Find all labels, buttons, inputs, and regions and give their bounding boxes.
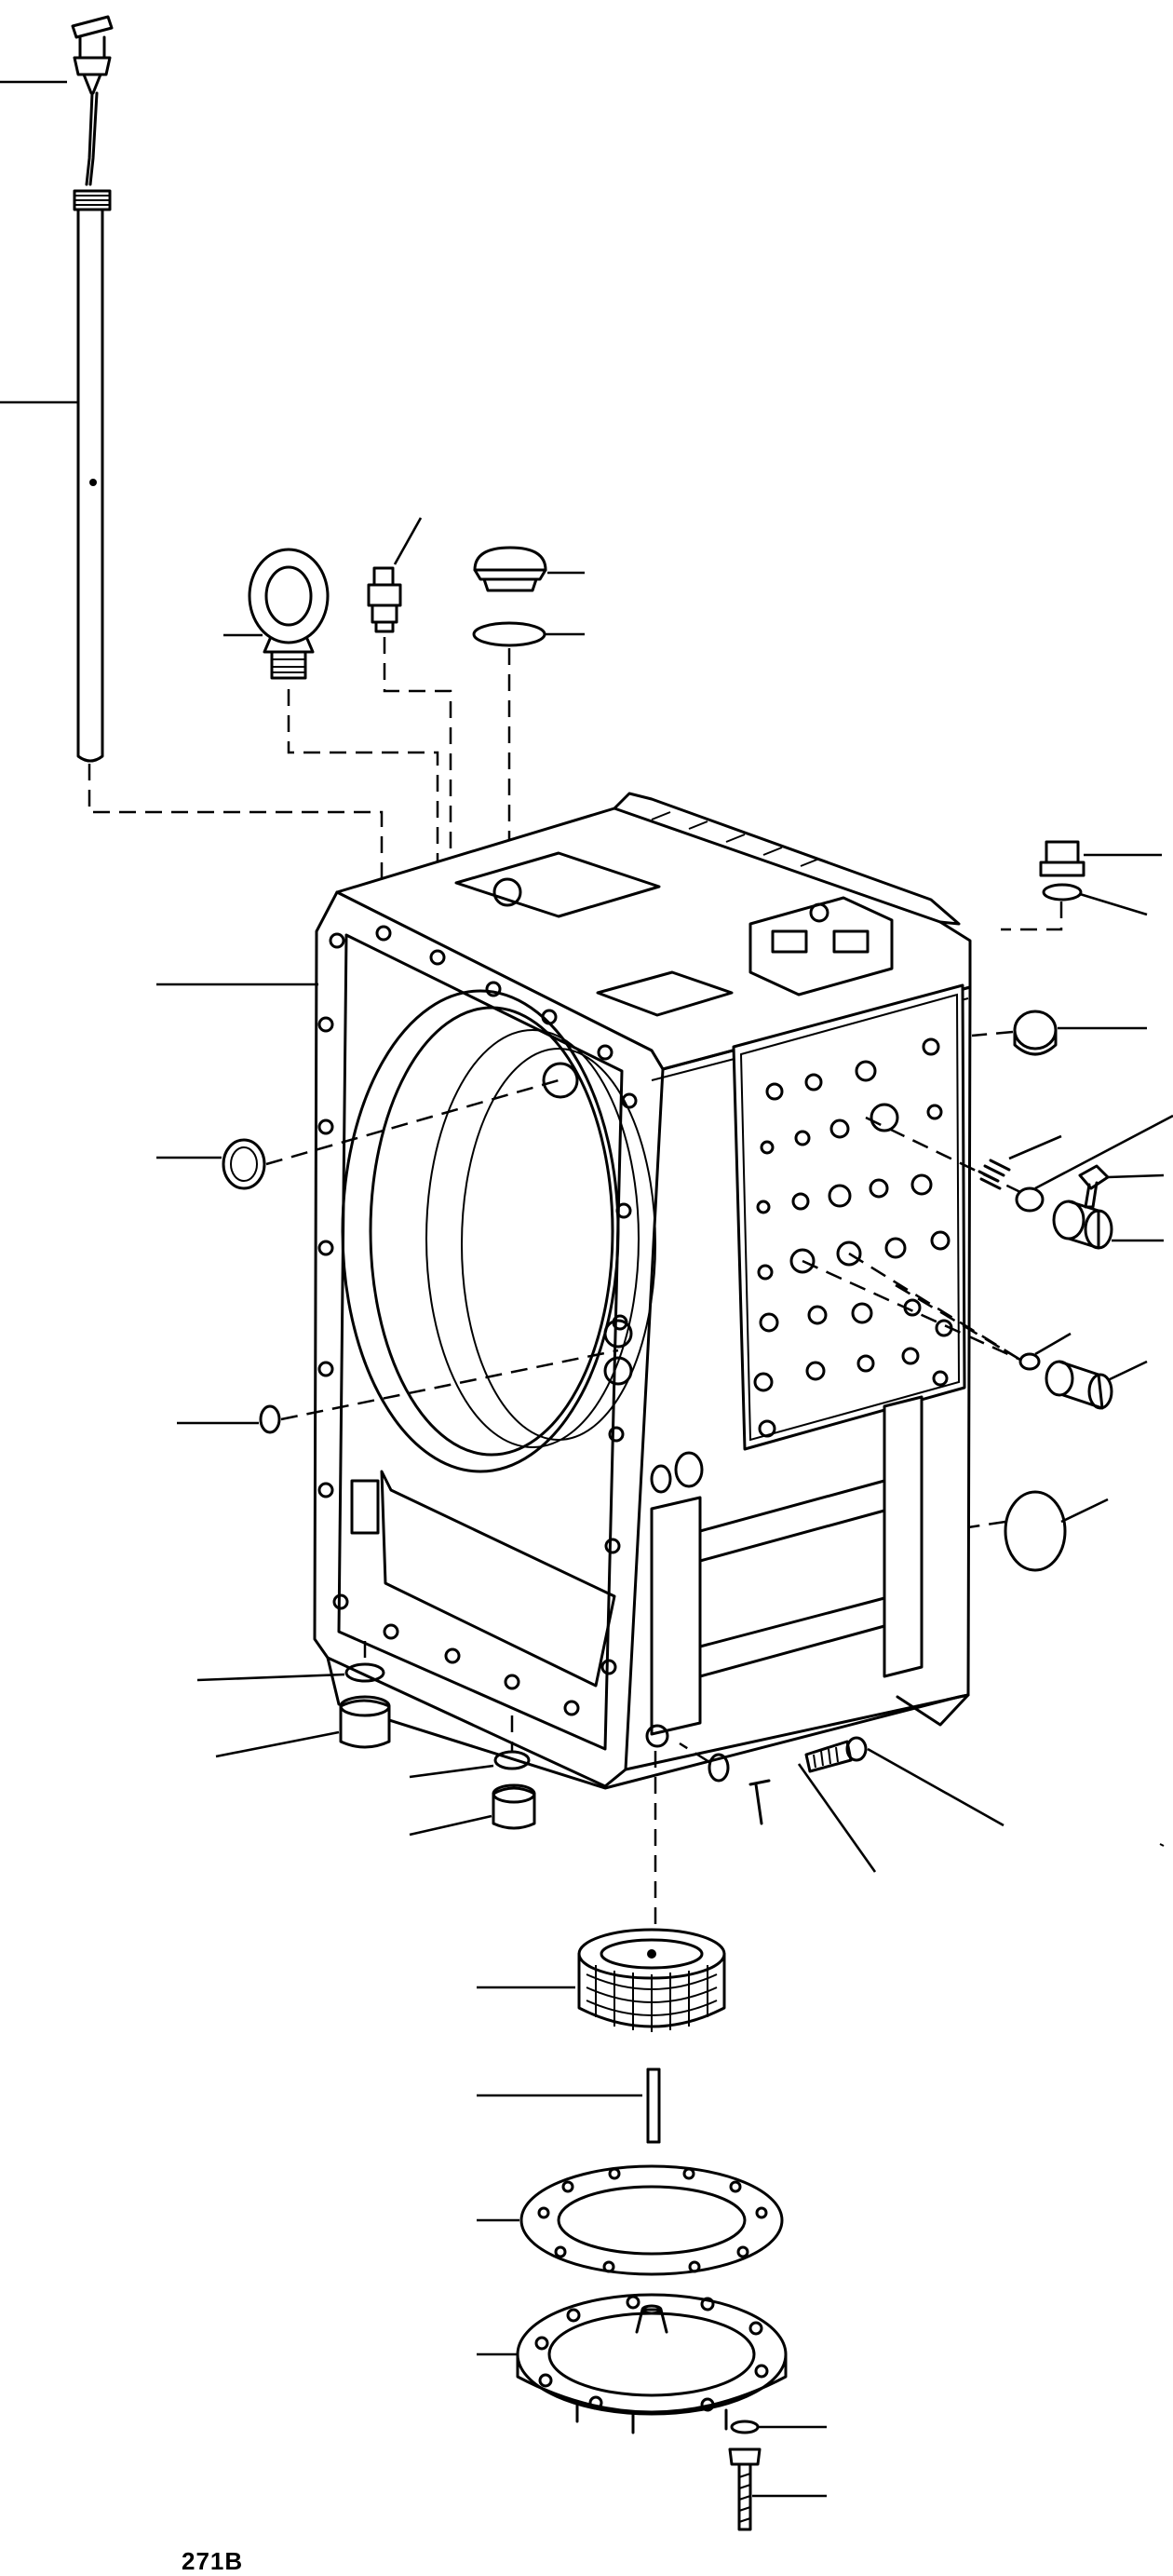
dipstick-guide-line [88,764,384,894]
housing-o-ring [156,1078,560,1190]
valve-spool [1045,1360,1148,1410]
cover-bolt [728,2447,827,2531]
sump-gasket [477,2164,784,2276]
drain-plug-2 [409,1783,536,1837]
edge-mark [1159,1843,1165,1847]
flange-bolt-holes [317,925,638,1716]
screen-stud [477,2068,661,2144]
small-o-ring [802,1116,1072,1371]
sump-cover [477,2293,788,2434]
eye-bolt [223,548,439,894]
dowel-pin [679,1742,771,1825]
small-o-ring-left [177,1349,619,1434]
pressure-switch [367,517,452,894]
stud [797,1736,1004,1873]
drain-washer [196,1662,385,1683]
suction-screen [477,1928,726,2032]
valve-plunger [1052,1200,1164,1250]
cover-gasket [967,1490,1109,1572]
cover-washer [730,2420,827,2434]
breather-cap [473,546,585,592]
drain-plug [215,1641,391,1758]
drain-washer-2 [409,1715,531,1779]
valve-body-ports [753,1037,953,1438]
figure-caption: 271B [182,2547,244,2575]
top-plug [1039,840,1162,877]
transmission-housing [156,792,972,1790]
valve-ball [1015,1114,1173,1213]
side-plug [971,1010,1147,1056]
breather-gasket [472,621,585,894]
top-plug-washer [1001,883,1148,931]
dipstick [0,15,114,763]
valve-pin [1078,1164,1165,1209]
